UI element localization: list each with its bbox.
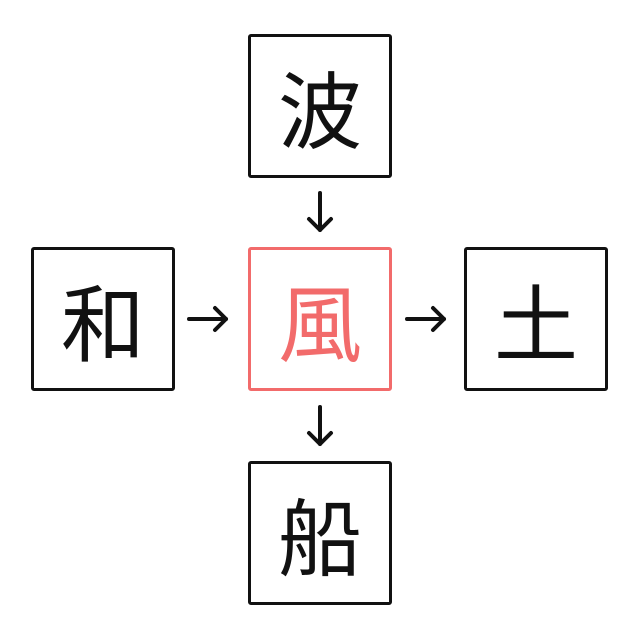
kanji-left: 和 [60,276,145,375]
kanji-box-top: 波 [248,34,392,178]
arrow-right-center-icon [405,306,446,332]
arrow-down-center-icon [307,405,333,446]
kanji-box-bottom: 船 [248,461,392,605]
kanji-bottom: 船 [277,490,362,589]
kanji-right: 土 [493,276,578,375]
kanji-top: 波 [277,63,362,162]
kanji-box-center: 風 [248,247,392,391]
kanji-center: 風 [277,276,362,375]
arrow-down-top-icon [307,191,333,232]
kanji-box-right: 土 [464,247,608,391]
arrow-right-left-icon [187,306,228,332]
kanji-box-left: 和 [31,247,175,391]
